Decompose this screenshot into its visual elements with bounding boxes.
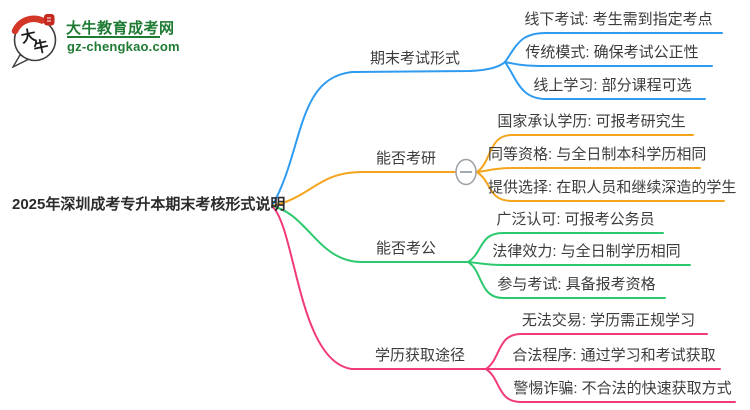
logo-bubble-char-1: 大 [19,26,37,47]
leaf-node[interactable]: 警惕诈骗: 不合法的快速获取方式 [513,380,732,397]
root-topic[interactable]: 2025年深圳成考专升本期末考核形式说明 [12,196,286,213]
logo-site-name: 大牛教育成考网 [66,20,175,37]
branch-2-line [271,171,456,207]
branch-3-leaf-3-connector [467,261,666,299]
leaf-node[interactable]: 广泛认可: 可报考公务员 [496,211,655,228]
leaf-node[interactable]: 线上学习: 部分课程可选 [533,77,692,94]
logo-seal [44,14,55,26]
branch-3-leaf-2-connector [467,261,691,266]
logo-bubble-icon: 大 牛 [11,14,57,68]
leaf-node[interactable]: 提供选择: 在职人员和继续深造的学生 [488,179,737,196]
branch-1-leaf-2-connector [504,61,713,67]
collapse-toggle[interactable] [455,158,477,186]
leaf-node[interactable]: 合法程序: 通过学习和考试获取 [512,347,716,364]
branch-1-line [271,61,506,207]
logo-site-url: gz-chengkao.com [67,39,180,54]
branch-3-label[interactable]: 能否考公 [375,240,436,257]
logo-bubble-char-2: 牛 [32,37,50,58]
leaf-node[interactable]: 参与考试: 具备报考资格 [497,276,656,293]
leaf-node[interactable]: 法律效力: 与全日制学历相同 [492,243,681,260]
branch-1-leaf-3-connector [504,61,706,100]
logo-divider [67,36,160,38]
logo-crescent [11,15,46,35]
leaf-node[interactable]: 线下考试: 考生需到指定考点 [524,11,713,28]
branch-4-leaf-1-connector [485,333,708,370]
leaf-node[interactable]: 传统模式: 确保考试公正性 [525,44,699,61]
branch-4-line [271,205,487,370]
branch-4-leaf-3-connector [485,368,736,403]
branch-1-label[interactable]: 期末考试形式 [369,50,460,67]
branch-2-leaf-2-connector [476,167,701,173]
leaf-node[interactable]: 同等资格: 与全日制本科学历相同 [488,146,707,163]
branch-1-leaf-1-connector [504,32,723,63]
leaf-node[interactable]: 无法交易: 学历需正规学习 [521,312,696,329]
branch-2-label[interactable]: 能否考研 [375,150,436,167]
branch-2-leaf-3-connector [476,171,725,202]
branch-3-line [271,205,469,263]
leaf-node[interactable]: 国家承认学历: 可报考研究生 [497,113,686,130]
site-logo: 大 牛 大牛教育成考网 gz-chengkao.com [10,10,200,68]
branch-2-leaf-1-connector [476,134,694,173]
branch-4-label[interactable]: 学历获取途径 [374,347,465,364]
branch-3-leaf-1-connector [467,232,664,263]
